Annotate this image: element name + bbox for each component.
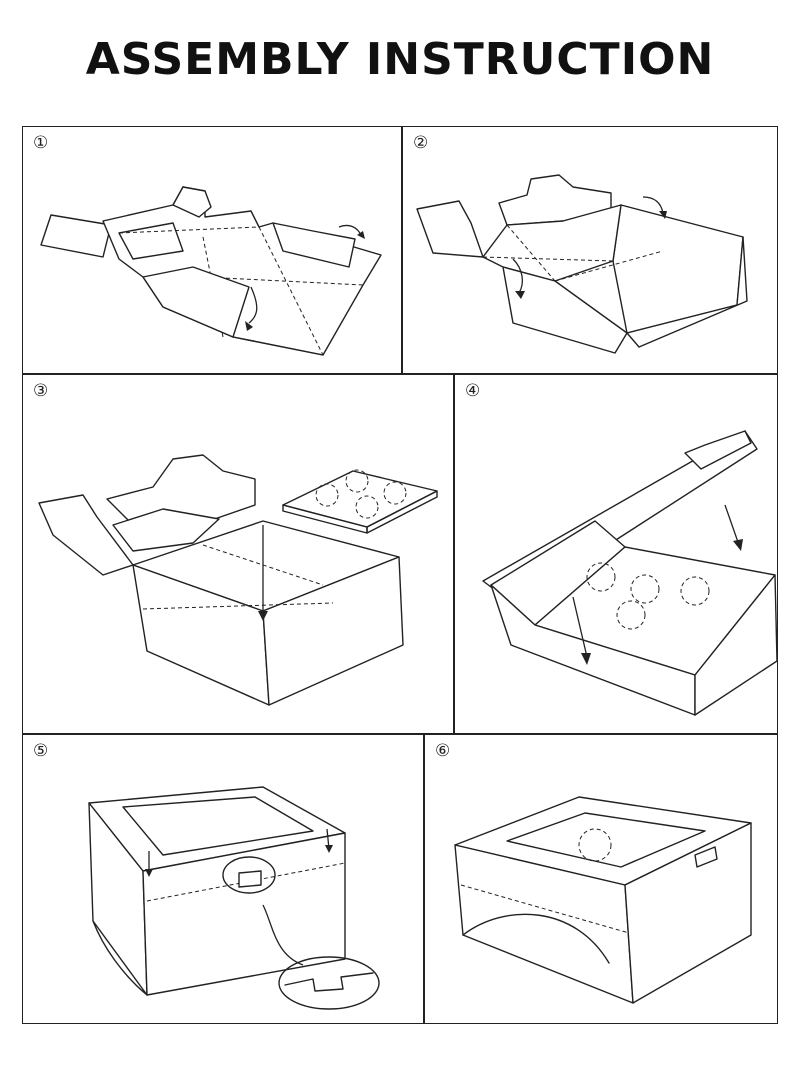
step-panel-4: ④	[454, 374, 778, 734]
step-panel-2: ②	[402, 126, 778, 374]
step-number: ⑤	[33, 741, 49, 761]
step-number: ③	[33, 381, 49, 401]
step-panel-1: ①	[22, 126, 402, 374]
step-panel-5: ⑤	[22, 734, 424, 1024]
page-title: ASSEMBLY INSTRUCTION	[85, 34, 715, 85]
closing-lid-icon	[482, 430, 777, 716]
tab-lock-icon	[88, 786, 380, 1010]
step-panel-3: ③	[22, 374, 454, 734]
folding-box-icon	[416, 174, 748, 354]
step-number: ①	[33, 133, 49, 153]
step-number: ⑥	[435, 741, 451, 761]
step-panel-6: ⑥	[424, 734, 778, 1024]
step-number: ④	[465, 381, 481, 401]
cupcake-insert-icon	[38, 454, 438, 706]
step-number: ②	[413, 133, 429, 153]
assembled-box-icon	[454, 796, 752, 1004]
flat-box-blank-icon	[40, 186, 382, 356]
